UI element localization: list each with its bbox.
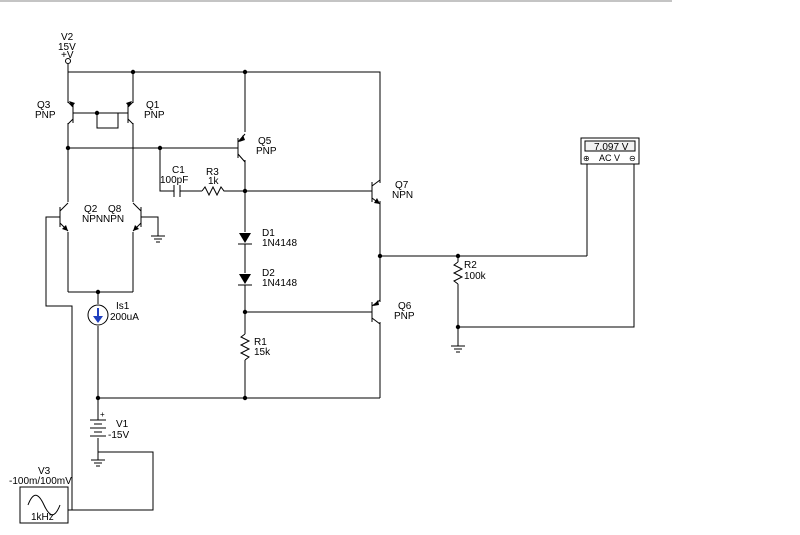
battery-v1[interactable]: + V1 -15V <box>90 410 129 441</box>
r3-value: 1k <box>208 176 220 187</box>
q6-ref: Q6 <box>398 301 412 312</box>
q3-type: PNP <box>35 110 56 121</box>
diode-d1[interactable]: D1 1N4148 <box>238 228 297 249</box>
is1-ref: Is1 <box>116 301 130 312</box>
d2-value: 1N4148 <box>262 278 297 289</box>
multimeter[interactable]: 7.097 V ⊕ AC V ⊖ <box>580 137 640 165</box>
supply-v2[interactable]: V2 15V +V <box>58 32 76 64</box>
q8-emitter-arrow-icon <box>133 225 139 231</box>
svg-text:+: + <box>100 410 105 419</box>
multimeter-plus-terminal[interactable]: ⊕ <box>583 154 590 163</box>
diode-d2[interactable]: D2 1N4148 <box>238 268 297 289</box>
multimeter-mode: AC V <box>599 153 620 163</box>
d1-value: 1N4148 <box>262 238 297 249</box>
v2-node-label: +V <box>61 50 74 61</box>
resistor-r1[interactable]: R1 15k <box>239 333 271 361</box>
r1-ref: R1 <box>254 337 267 348</box>
r3-ref: R3 <box>206 167 219 178</box>
v2-ref: V2 <box>61 32 74 43</box>
v3-ref: V3 <box>38 466 51 477</box>
transistor-q3[interactable]: Q3 PNP <box>35 100 83 125</box>
v2-value: 15V <box>58 42 76 53</box>
transistor-q5[interactable]: Q5 PNP <box>237 133 277 163</box>
resistor-r3[interactable]: R3 1k <box>201 167 226 197</box>
r2-ref: R2 <box>464 260 477 271</box>
q6-type: PNP <box>394 311 415 322</box>
r1-value: 15k <box>254 347 271 358</box>
v1-ref: V1 <box>116 419 129 430</box>
q8-ref: Q8 <box>108 204 122 215</box>
v3-value: -100m/100mV <box>9 476 72 487</box>
q2-type: NPN <box>82 214 103 225</box>
q2-ref: Q2 <box>84 204 98 215</box>
multimeter-reading: 7.097 V <box>594 142 629 153</box>
d1-ref: D1 <box>262 228 275 239</box>
d2-ref: D2 <box>262 268 275 279</box>
r2-value: 100k <box>464 271 487 282</box>
q5-ref: Q5 <box>258 136 272 147</box>
q5-type: PNP <box>256 146 277 157</box>
ground-icon <box>91 459 105 467</box>
q1-ref: Q1 <box>146 100 160 111</box>
q7-ref: Q7 <box>395 180 409 191</box>
transistor-q1[interactable]: Q1 PNP <box>118 100 165 125</box>
transistor-q2[interactable]: Q2 NPN <box>53 202 103 232</box>
multimeter-display <box>584 140 636 152</box>
c1-ref: C1 <box>172 165 185 176</box>
v3-frequency: 1kHz <box>31 512 54 523</box>
q3-emitter-arrow-icon <box>69 101 75 107</box>
q6-emitter-arrow-icon <box>373 300 379 306</box>
q5-emitter-arrow-icon <box>239 135 245 142</box>
v1-value: -15V <box>108 430 129 441</box>
transistor-q6[interactable]: Q6 PNP <box>371 299 415 325</box>
q3-ref: Q3 <box>37 100 51 111</box>
transistor-q7[interactable]: Q7 NPN <box>365 179 413 205</box>
ground-icon <box>151 235 165 243</box>
q7-emitter-arrow-icon <box>374 198 380 204</box>
q2-emitter-arrow-icon <box>62 225 68 231</box>
q8-type: NPN <box>103 214 124 225</box>
is1-value: 200uA <box>110 312 139 323</box>
q1-type: PNP <box>144 110 165 121</box>
wires <box>45 64 635 511</box>
multimeter-minus-terminal[interactable]: ⊖ <box>629 154 636 163</box>
ground-icon <box>451 345 465 353</box>
capacitor-c1[interactable]: C1 100pF <box>160 165 188 197</box>
q7-type: NPN <box>392 190 413 201</box>
current-source-is1[interactable]: Is1 200uA <box>87 301 139 326</box>
resistor-r2[interactable]: R2 100k <box>452 260 487 285</box>
q1-emitter-arrow-icon <box>126 101 132 107</box>
transistor-q8[interactable]: Q8 NPN <box>103 202 148 232</box>
signal-source-v3[interactable]: V3 -100m/100mV 1kHz <box>9 466 72 524</box>
sine-wave-icon <box>27 494 61 516</box>
junction-dots <box>65 69 461 401</box>
c1-value: 100pF <box>160 175 188 186</box>
